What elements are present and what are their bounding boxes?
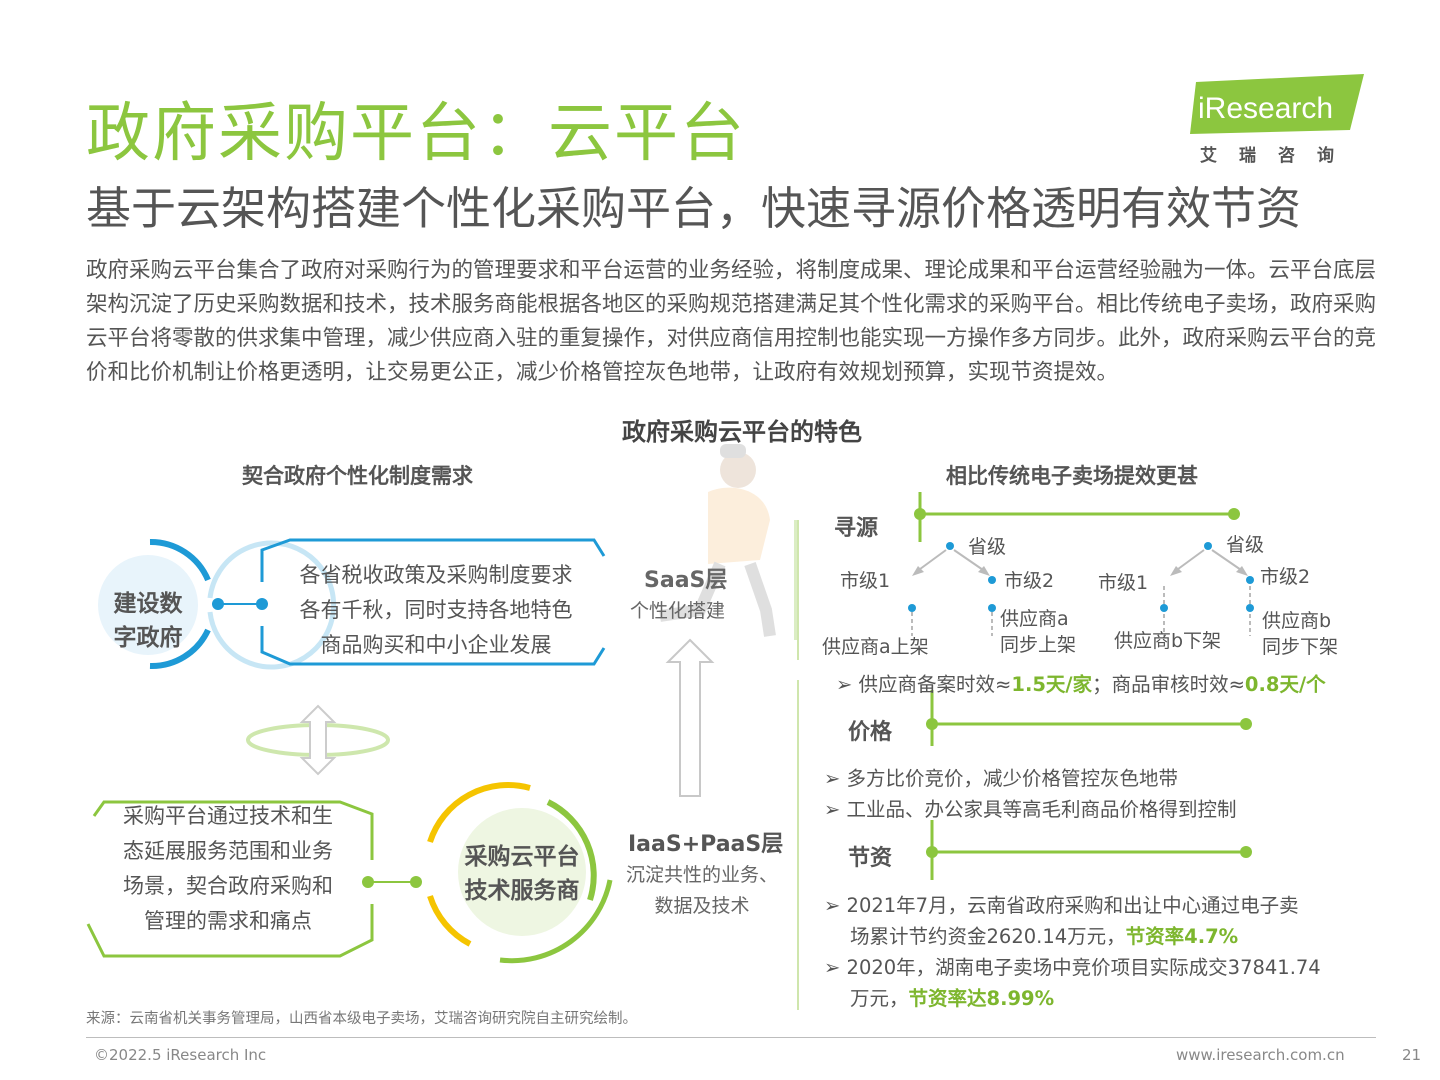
bullet-arrow-icon: ➢ [824,767,847,790]
bullet-arrow-icon: ➢ [824,798,847,821]
saving-item-1-cont: 场累计节约资金2620.14万元，节资率4.7% [824,921,1321,952]
price-list: ➢ 多方比价竞价，减少价格管控灰色地带 ➢ 工业品、办公家具等高毛利商品价格得到… [824,763,1237,825]
tree-a-bottom-right: 供应商a 同步上架 [1000,606,1076,658]
bottom-circle-line-1: 采购云平台 [464,844,580,870]
bottom-desc-line-2: 态延展服务范围和业务 [123,839,333,863]
saving-rate-2: 节资率达8.99% [908,987,1055,1010]
bottom-desc-line-4: 管理的需求和痛点 [144,909,312,933]
iaas-desc-line-2: 数据及技术 [654,895,750,917]
left-section-title: 契合政府个性化制度需求 [242,464,473,488]
top-desc-line-1: 各省税收政策及采购制度要求 [299,563,573,587]
tree-a-bottom-left: 供应商a上架 [822,636,929,658]
footer-divider [86,1037,1376,1038]
iaas-desc: 沉淀共性的业务、 数据及技术 [622,860,782,922]
note-value-1: 1.5天/家 [1011,673,1093,696]
page-title: 政府采购平台：云平台 [86,97,746,171]
saving-rate-1: 节资率4.7% [1125,925,1239,948]
top-description: 各省税收政策及采购制度要求 各有千秋，同时支持各地特色 商品购买和中小企业发展 [276,558,596,663]
tree-b-bottom-right: 供应商b 同步下架 [1262,608,1338,660]
price-label: 价格 [848,720,893,745]
saas-desc: 个性化搭建 [630,600,726,622]
logo-cn: 艾瑞咨询 [1200,146,1356,166]
saas-title: SaaS层 [644,568,728,593]
bottom-desc-line-1: 采购平台通过技术和生 [123,804,333,828]
bottom-circle-line-2: 技术服务商 [464,878,580,904]
sourcing-note: ➢ 供应商备案时效≈1.5天/家；商品审核时效≈0.8天/个 [836,668,1326,697]
copyright: ©2022.5 iResearch Inc [94,1046,267,1064]
note-mid: ；商品审核时效≈ [1092,673,1245,696]
tree-a-top: 省级 [968,536,1007,558]
tree-b-left: 市级1 [1098,572,1149,594]
note-prefix: 供应商备案时效≈ [858,673,1012,696]
source-note: 来源：云南省机关事务管理局，山西省本级电子卖场，艾瑞咨询研究院自主研究绘制。 [86,1011,637,1027]
saving-item-1-a: 2021年7月，云南省政府采购和出让中心通过电子卖 [846,894,1299,917]
top-circle-line-2: 字政府 [113,625,183,651]
svg-text:iResearch: iResearch [1198,92,1333,125]
separator-bottom [797,680,799,1010]
saving-item-2: ➢ 2020年，湖南电子卖场中竞价项目实际成交37841.74 [824,952,1321,983]
intro-paragraph: 政府采购云平台集合了政府对采购行为的管理要求和平台运营的业务经验，将制度成果、理… [86,258,1377,385]
person-illustration-icon [659,444,798,640]
tree-b-br-line-2: 同步下架 [1262,636,1339,658]
bottom-circle-label: 采购云平台 技术服务商 [454,840,590,908]
price-item-text: 多方比价竞价，减少价格管控灰色地带 [846,767,1179,790]
tree-b-right: 市级2 [1260,566,1311,588]
page-number: 21 [1402,1046,1422,1064]
tree-b-bottom-left: 供应商b下架 [1114,630,1222,652]
separator-top [797,520,799,660]
tree-a-br-line-2: 同步上架 [1000,634,1077,656]
website-link[interactable]: www.iresearch.com.cn [1176,1046,1345,1064]
left-diagram-graphics [86,538,613,964]
bottom-desc-line-3: 场景，契合政府采购和 [123,874,333,898]
iresearch-logo: iResearch [1190,74,1364,134]
price-item: ➢ 多方比价竞价，减少价格管控灰色地带 [824,763,1237,794]
bullet-arrow-icon: ➢ [824,894,847,917]
tree-b-top: 省级 [1226,534,1265,556]
tree-a-right: 市级2 [1004,570,1055,592]
saving-item-2-cont: 万元，节资率达8.99% [824,983,1321,1014]
top-circle-line-1: 建设数 [113,591,183,617]
right-section-title: 相比传统电子卖场提效更甚 [946,464,1198,488]
note-value-2: 0.8天/个 [1244,673,1326,696]
right-graphics [908,492,1254,880]
saving-list: ➢ 2021年7月，云南省政府采购和出让中心通过电子卖 场累计节约资金2620.… [824,890,1321,1014]
iaas-desc-line-1: 沉淀共性的业务、 [625,864,778,886]
saving-label: 节资 [848,846,893,871]
tree-b-br-line-1: 供应商b [1262,610,1332,632]
top-circle-label: 建设数 字政府 [98,587,198,655]
tree-a-br-line-1: 供应商a [1000,608,1069,630]
top-desc-line-2: 各有千秋，同时支持各地特色 [299,598,573,622]
sourcing-label: 寻源 [834,516,879,541]
bullet-arrow-icon: ➢ [824,956,847,979]
top-desc-line-3: 商品购买和中小企业发展 [320,633,552,657]
saving-item-1: ➢ 2021年7月，云南省政府采购和出让中心通过电子卖 [824,890,1321,921]
page-subtitle: 基于云架构搭建个性化采购平台，快速寻源价格透明有效节资 [86,182,1302,235]
saving-item-2-a: 2020年，湖南电子卖场中竞价项目实际成交37841.74 [846,956,1321,979]
saving-item-1-b: 场累计节约资金2620.14万元， [850,925,1126,948]
middle-graphics [659,444,798,797]
saving-item-2-b: 万元， [850,987,909,1010]
bottom-description: 采购平台通过技术和生 态延展服务范围和业务 场景，契合政府采购和 管理的需求和痛… [98,799,358,939]
tree-a-left: 市级1 [840,570,891,592]
price-item: ➢ 工业品、办公家具等高毛利商品价格得到控制 [824,794,1237,825]
bullet-arrow-icon: ➢ [836,673,859,696]
diagram-title: 政府采购云平台的特色 [622,418,862,446]
price-item-text: 工业品、办公家具等高毛利商品价格得到控制 [846,798,1237,821]
iaas-title: IaaS+PaaS层 [628,832,784,857]
